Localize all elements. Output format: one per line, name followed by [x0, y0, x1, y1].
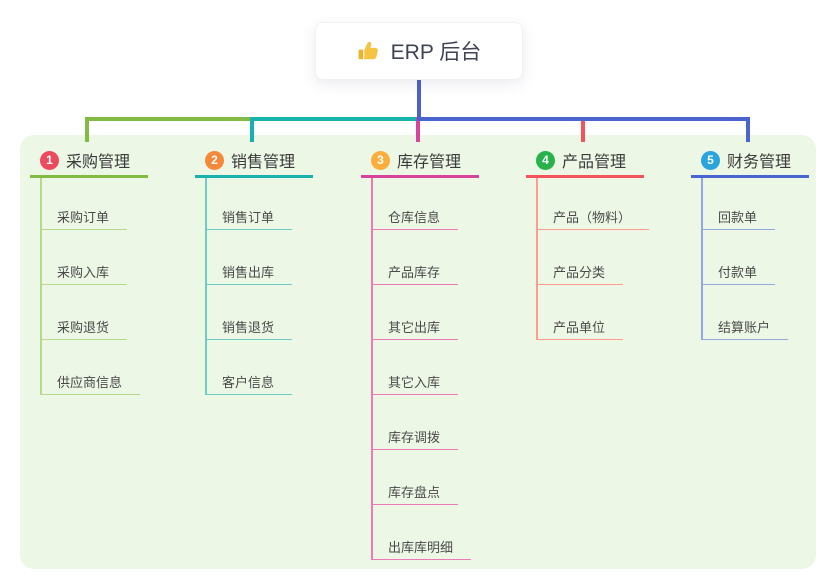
branch-item[interactable]: 产品（物料） — [536, 204, 650, 230]
branch-title: 产品管理 — [562, 154, 627, 171]
branch-node-1[interactable]: 1 采购管理 — [30, 145, 148, 178]
branch-item[interactable]: 销售出库 — [205, 259, 293, 285]
branch-item[interactable]: 产品单位 — [536, 314, 624, 340]
branch-item[interactable]: 客户信息 — [205, 369, 293, 395]
branch-trunk-line — [40, 178, 42, 395]
branch-item[interactable]: 回款单 — [701, 204, 776, 230]
branch-trunk-line — [701, 178, 703, 340]
item-label: 出库库明细 — [388, 540, 454, 555]
item-label: 销售出库 — [222, 265, 275, 280]
branch-trunk-line — [536, 178, 538, 340]
branch-item[interactable]: 采购订单 — [40, 204, 128, 230]
item-label: 库存盘点 — [388, 485, 441, 500]
item-label: 采购退货 — [57, 320, 110, 335]
item-label: 回款单 — [718, 210, 758, 225]
branch-node-2[interactable]: 2 销售管理 — [195, 145, 313, 178]
branch-item[interactable]: 结算账户 — [701, 314, 789, 340]
branch-item[interactable]: 销售退货 — [205, 314, 293, 340]
branch-item[interactable]: 产品分类 — [536, 259, 624, 285]
branch-number-badge: 3 — [371, 150, 390, 170]
branch-connector-drop — [581, 117, 585, 142]
item-label: 客户信息 — [222, 375, 275, 390]
item-label: 其它入库 — [388, 375, 441, 390]
branch-connector-drop — [746, 117, 750, 142]
branch-title: 采购管理 — [66, 154, 131, 171]
branch-trunk-line — [205, 178, 207, 395]
root-node[interactable]: ERP 后台 — [315, 22, 523, 80]
branch-number-badge: 4 — [536, 150, 555, 170]
branches-panel — [20, 135, 816, 569]
branch-title: 财务管理 — [727, 154, 792, 171]
branch-item[interactable]: 采购退货 — [40, 314, 128, 340]
item-label: 结算账户 — [718, 320, 771, 335]
branch-item[interactable]: 仓库信息 — [371, 204, 459, 230]
branch-node-4[interactable]: 4 产品管理 — [526, 145, 644, 178]
branch-item[interactable]: 产品库存 — [371, 259, 459, 285]
thumbs-up-icon — [357, 39, 381, 63]
branch-item[interactable]: 库存调拨 — [371, 424, 459, 450]
item-label: 仓库信息 — [388, 210, 441, 225]
branch-number-badge: 1 — [40, 150, 59, 170]
item-label: 其它出库 — [388, 320, 441, 335]
branch-item[interactable]: 其它入库 — [371, 369, 459, 395]
item-label: 付款单 — [718, 265, 758, 280]
item-label: 采购订单 — [57, 210, 110, 225]
branch-connector-drop — [85, 117, 89, 142]
item-label: 产品（物料） — [553, 210, 632, 225]
branch-item[interactable]: 出库库明细 — [371, 534, 472, 560]
root-connector-line — [417, 80, 421, 121]
branch-connector-horizontal — [250, 117, 419, 121]
item-label: 销售退货 — [222, 320, 275, 335]
branch-connector-drop — [416, 117, 420, 142]
item-label: 采购入库 — [57, 265, 110, 280]
branch-number-badge: 2 — [205, 150, 224, 170]
item-label: 销售订单 — [222, 210, 275, 225]
branch-item[interactable]: 销售订单 — [205, 204, 293, 230]
branch-item[interactable]: 采购入库 — [40, 259, 128, 285]
item-label: 产品单位 — [553, 320, 606, 335]
branch-node-3[interactable]: 3 库存管理 — [361, 145, 479, 178]
branch-connector-horizontal — [419, 117, 750, 121]
branch-title: 销售管理 — [231, 154, 296, 171]
branch-node-5[interactable]: 5 财务管理 — [691, 145, 809, 178]
branch-item[interactable]: 付款单 — [701, 259, 776, 285]
branch-number-badge: 5 — [701, 150, 720, 170]
item-label: 产品分类 — [553, 265, 606, 280]
branch-title: 库存管理 — [397, 154, 462, 171]
branch-item[interactable]: 其它出库 — [371, 314, 459, 340]
root-title: ERP 后台 — [390, 41, 482, 64]
branch-item[interactable]: 库存盘点 — [371, 479, 459, 505]
branch-trunk-line — [371, 178, 373, 560]
item-label: 产品库存 — [388, 265, 441, 280]
branch-item[interactable]: 供应商信息 — [40, 369, 141, 395]
item-label: 供应商信息 — [57, 375, 123, 390]
branch-connector-drop — [250, 117, 254, 142]
item-label: 库存调拨 — [388, 430, 441, 445]
